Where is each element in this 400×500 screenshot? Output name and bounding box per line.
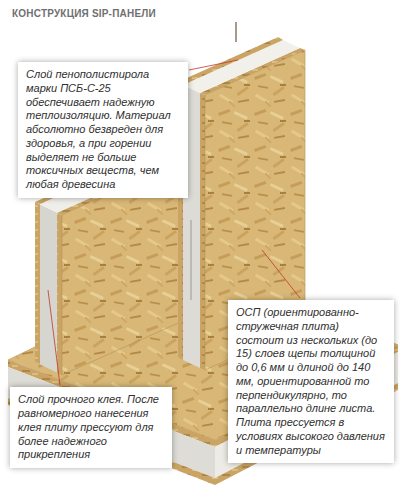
diagram-title: КОНСТРУКЦИЯ SIP-ПАНЕЛИ — [12, 8, 156, 19]
callout-text: Слой пенополистирола марки ПСБ-С-25 обес… — [26, 68, 180, 192]
callout-box: ОСП (ориентированно-стружечная плита) со… — [228, 300, 394, 463]
callout-box: Слой пенополистирола марки ПСБ-С-25 обес… — [18, 62, 188, 198]
callout-box: Слой прочного клея. После равномерного н… — [10, 387, 172, 468]
callout-text: Слой прочного клея. После равномерного н… — [18, 393, 164, 462]
callout-text: ОСП (ориентированно-стружечная плита) со… — [236, 306, 386, 457]
